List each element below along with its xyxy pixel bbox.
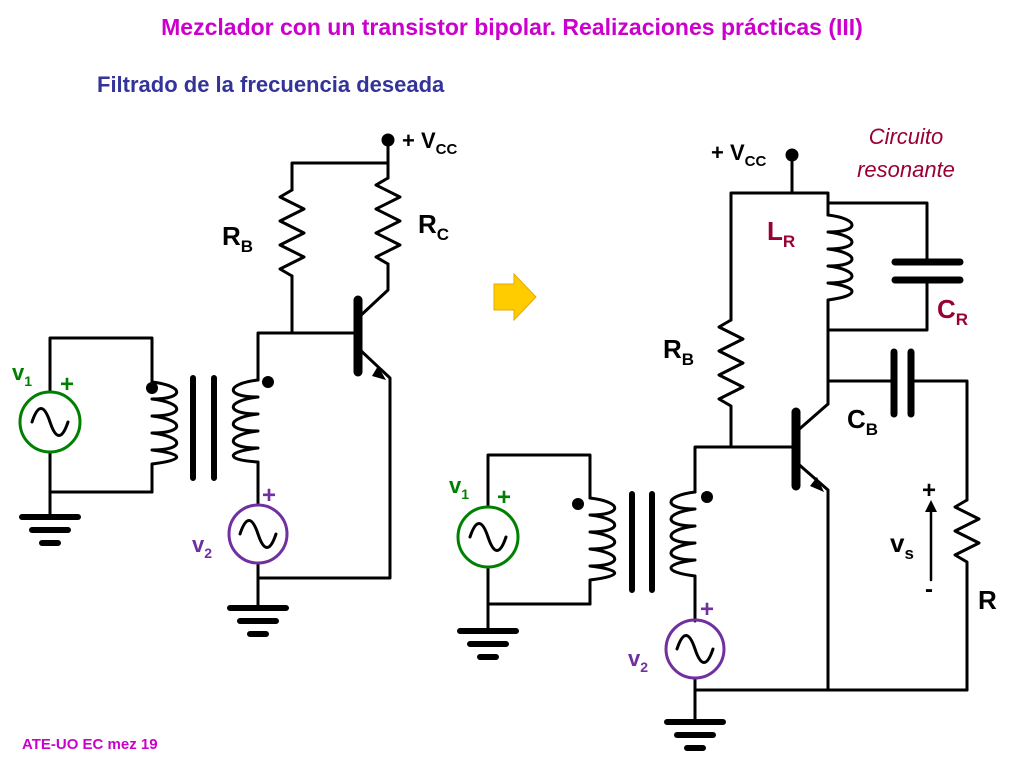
right-v2-plus: + — [700, 596, 714, 623]
left-rc-resistor — [374, 176, 402, 266]
left-v1-plus: + — [60, 371, 74, 398]
right-r-label: R — [978, 585, 997, 615]
left-v2-plus: + — [262, 482, 276, 509]
right-lr-label: LR — [767, 216, 795, 251]
right-cr-label: CR — [937, 294, 968, 329]
slide-footer: ATE-UO EC mez 19 — [22, 736, 158, 753]
right-cb-capacitor — [890, 348, 915, 418]
ac-source-icon — [664, 618, 726, 680]
slide-subtitle: Filtrado de la frecuencia deseada — [97, 72, 445, 97]
left-circuit — [18, 133, 402, 637]
right-v1-label: v1 — [449, 473, 469, 502]
right-cr-capacitor — [891, 258, 964, 284]
ground-icon — [457, 628, 519, 660]
arrow-right-icon — [493, 272, 537, 322]
right-lr-coil — [826, 213, 854, 406]
right-primary-coil — [588, 496, 616, 606]
left-v1-label: v1 — [12, 360, 32, 389]
ac-source-icon — [227, 503, 289, 565]
right-circuit — [456, 148, 981, 751]
ac-source-icon — [456, 505, 520, 569]
resonant-note-line2: resonante — [857, 157, 955, 182]
left-vcc-label: + VCC — [402, 128, 457, 158]
right-r-resistor — [953, 498, 981, 692]
left-primary-coil — [150, 380, 178, 494]
left-transformer-core — [190, 375, 217, 481]
ground-icon — [664, 719, 726, 751]
right-v1-plus: + — [497, 484, 511, 511]
left-supply-terminal — [381, 133, 395, 147]
right-transformer-core — [629, 491, 655, 593]
ground-icon — [19, 514, 81, 546]
right-secondary-coil — [669, 490, 697, 623]
left-v2-label: v2 — [192, 532, 212, 561]
ac-source-icon — [18, 390, 82, 454]
ground-icon — [227, 605, 289, 637]
right-rb-resistor — [717, 318, 745, 449]
right-vcc-label: + VCC — [711, 140, 766, 170]
left-rb-resistor — [278, 188, 306, 278]
right-supply-terminal — [785, 148, 799, 162]
right-cb-label: CB — [847, 404, 878, 439]
left-rb-label: RB — [222, 221, 253, 256]
left-secondary-coil — [232, 378, 260, 507]
slide-title: Mezclador con un transistor bipolar. Rea… — [161, 14, 863, 40]
right-vs-label: vs — [890, 528, 914, 563]
vs-minus: - — [925, 576, 933, 603]
vs-plus: + — [922, 477, 936, 504]
right-v2-label: v2 — [628, 646, 648, 675]
resonant-note-line1: Circuito — [869, 124, 944, 149]
left-rc-label: RC — [418, 209, 449, 244]
right-rb-label: RB — [663, 334, 694, 369]
